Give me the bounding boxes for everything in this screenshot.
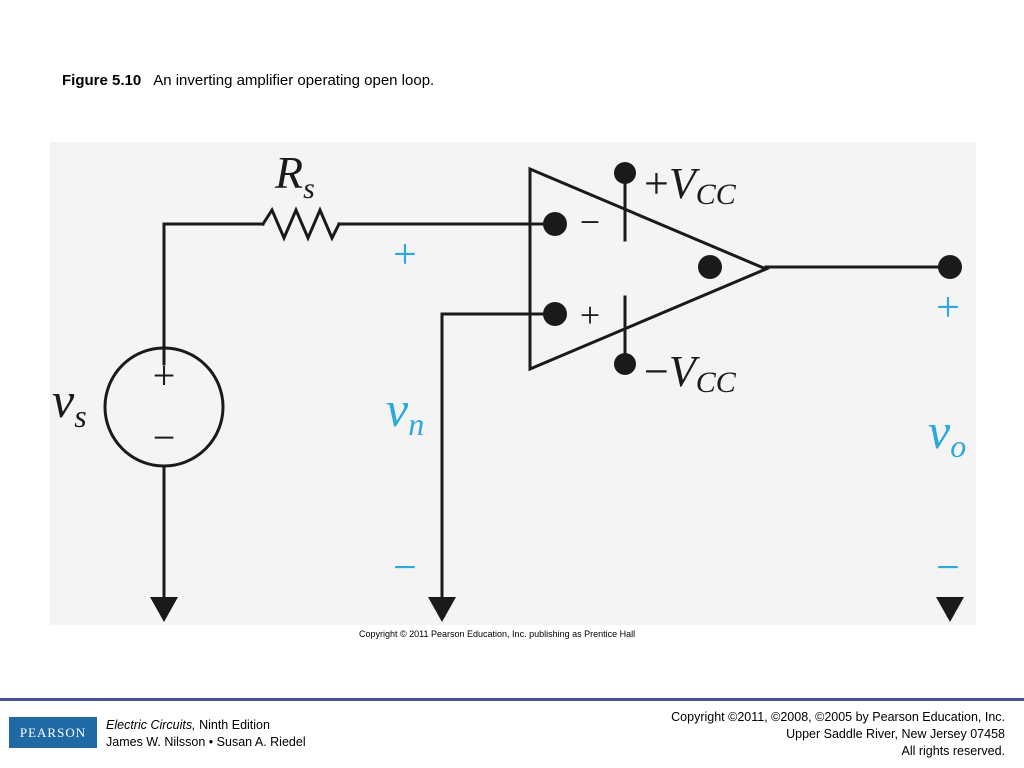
label-vn-minus: − bbox=[393, 545, 417, 591]
wire-source-to-resistor bbox=[162, 222, 265, 366]
label-vs: vs bbox=[52, 372, 87, 434]
label-source-plus: + bbox=[153, 353, 176, 398]
label-source-minus: − bbox=[153, 415, 176, 460]
book-title-line: Electric Circuits, Ninth Edition bbox=[106, 717, 306, 734]
pearson-logo: PEARSON bbox=[9, 717, 97, 748]
terminal-noninverting-input bbox=[543, 302, 567, 326]
figure-background bbox=[50, 142, 976, 625]
label-opamp-noninverting: + bbox=[580, 295, 600, 335]
figure-copyright: Copyright © 2011 Pearson Education, Inc.… bbox=[359, 629, 636, 639]
label-opamp-inverting: − bbox=[580, 202, 600, 242]
book-edition: Ninth Edition bbox=[199, 718, 270, 732]
label-vo-minus: − bbox=[936, 545, 960, 591]
figure-caption-text: An inverting amplifier operating open lo… bbox=[153, 72, 435, 89]
ground-arrow-vo bbox=[936, 597, 964, 622]
terminal-vcc-positive bbox=[614, 162, 636, 184]
wire-vn-branch bbox=[440, 312, 557, 604]
circuit-diagram: Rs vs +VCC −VCC + − − + + vn − + vo − bbox=[50, 142, 976, 625]
publisher-copyright: Copyright ©2011, ©2008, ©2005 by Pearson… bbox=[671, 710, 1005, 724]
ground-arrow-source bbox=[150, 597, 178, 622]
label-rs: Rs bbox=[274, 147, 315, 205]
circuit-figure: Rs vs +VCC −VCC + − − + + vn − + vo − bbox=[50, 142, 976, 625]
figure-label: Figure 5.10 bbox=[62, 72, 142, 89]
figure-caption: Figure 5.10 An inverting amplifier operat… bbox=[62, 72, 434, 89]
terminal-vcc-negative bbox=[614, 353, 636, 375]
label-vn: vn bbox=[386, 381, 424, 442]
publisher-info: Copyright ©2011, ©2008, ©2005 by Pearson… bbox=[671, 709, 1005, 760]
terminal-inverting-input bbox=[543, 212, 567, 236]
label-vn-plus: + bbox=[393, 232, 417, 278]
ground-arrow-vn bbox=[428, 597, 456, 622]
publisher-rights: All rights reserved. bbox=[901, 744, 1005, 758]
label-vo-plus: + bbox=[936, 285, 960, 331]
book-authors: James W. Nilsson • Susan A. Riedel bbox=[106, 735, 306, 749]
opamp-triangle bbox=[528, 166, 770, 372]
book-title: Electric Circuits, bbox=[106, 718, 196, 732]
footer-divider bbox=[0, 698, 1024, 701]
terminal-output bbox=[938, 255, 962, 279]
label-vo: vo bbox=[928, 403, 966, 464]
terminal-opamp-output bbox=[698, 255, 722, 279]
book-info: Electric Circuits, Ninth Edition James W… bbox=[106, 717, 306, 751]
label-vcc-negative: −VCC bbox=[644, 347, 737, 399]
resistor-rs bbox=[260, 206, 342, 242]
label-vcc-positive: +VCC bbox=[644, 159, 737, 211]
publisher-address: Upper Saddle River, New Jersey 07458 bbox=[786, 727, 1005, 741]
